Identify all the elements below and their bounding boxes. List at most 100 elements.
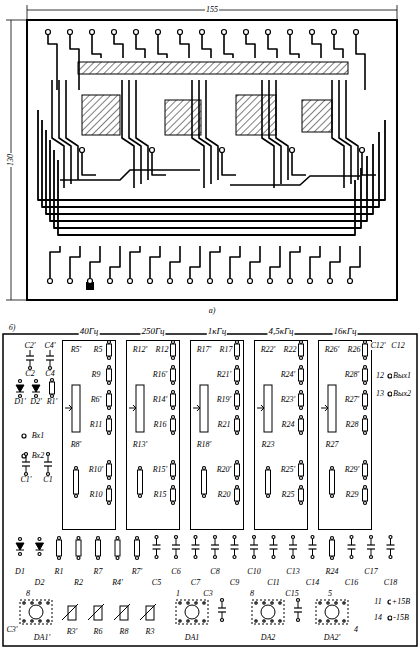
capacitor-lead (293, 549, 294, 555)
solder-pad (389, 556, 392, 559)
solder-pad (389, 536, 392, 539)
capacitor-lead (156, 539, 157, 545)
solder-pad (97, 537, 100, 540)
resistor-symbol (299, 369, 304, 381)
resistor-symbol (138, 470, 143, 494)
part-label: R1' (46, 398, 59, 406)
part-label: C15 (284, 590, 299, 598)
resistor-symbol (299, 344, 304, 356)
solder-pad (75, 495, 78, 498)
solder-pad (268, 279, 273, 284)
part-label: R26' (324, 346, 341, 354)
solder-pad (175, 556, 178, 559)
copper-trace (206, 80, 218, 180)
solder-pad (116, 557, 119, 560)
diode-symbol (36, 543, 44, 550)
potentiometer-wiper (257, 405, 264, 411)
copper-trace (158, 35, 167, 58)
solder-pad (172, 407, 175, 410)
copper-trace (90, 246, 100, 278)
potentiometer-wiper (321, 405, 328, 411)
capacitor-lead (30, 360, 31, 366)
solder-pad (108, 486, 111, 489)
solder-pad (300, 432, 303, 435)
part-label: R2 (73, 579, 84, 587)
resistor-symbol (107, 489, 112, 501)
solder-pad (179, 620, 181, 622)
part-label: C10 (246, 568, 261, 576)
resistor-symbol (235, 464, 240, 476)
solder-pad (47, 602, 49, 604)
solder-pad (308, 279, 313, 284)
capacitor-lead (312, 539, 313, 545)
part-label: R16' (152, 371, 169, 379)
solder-pad (136, 537, 139, 540)
solder-pad (38, 553, 41, 556)
solder-pad (172, 357, 175, 360)
copper-trace (346, 80, 358, 180)
capacitor-symbol (153, 536, 161, 559)
part-label: C2 (24, 370, 35, 378)
solder-pad (108, 432, 111, 435)
capacitor-lead (176, 549, 177, 555)
capacitor-symbol (348, 536, 356, 559)
resistor-symbol (107, 464, 112, 476)
solder-pad (172, 486, 175, 489)
solder-pad (68, 30, 73, 35)
solder-pad (300, 416, 303, 419)
potentiometer-wiper (62, 604, 78, 620)
copper-trace (334, 35, 343, 58)
diode-symbol (16, 543, 24, 550)
solder-pad (292, 536, 295, 539)
part-label: R21 (217, 421, 232, 429)
solder-pad (58, 557, 61, 560)
chip-outline (176, 600, 208, 624)
solder-pad (327, 620, 329, 622)
part-label: 11 (373, 598, 382, 606)
solder-pad (255, 620, 257, 622)
resistor-symbol (363, 464, 368, 476)
solder-pad (221, 619, 224, 622)
resistor-symbol (266, 470, 271, 494)
dimension-tick (6, 300, 26, 301)
solder-pad (364, 382, 367, 385)
solder-pad (208, 279, 213, 284)
resistor-symbol (299, 394, 304, 406)
resistor-symbol (330, 470, 335, 494)
capacitor-symbol (231, 536, 239, 559)
solder-pad (300, 486, 303, 489)
solder-pad (343, 602, 345, 604)
capacitor-lead (254, 549, 255, 555)
solder-pad (236, 432, 239, 435)
capacitor-symbol (294, 599, 302, 622)
part-label: D1' (13, 398, 27, 406)
solder-pad (272, 556, 275, 559)
part-label: R8 (119, 628, 130, 636)
part-label: C2' (23, 342, 36, 350)
solder-pad (150, 148, 155, 153)
capacitor-lead (293, 539, 294, 545)
capacitor-symbol (270, 536, 278, 559)
solder-pad (175, 536, 178, 539)
part-label: C9 (229, 579, 240, 587)
copper-trace (224, 35, 233, 58)
solder-pad (236, 461, 239, 464)
solder-pad (319, 620, 321, 622)
solder-pad (77, 557, 80, 560)
solder-pad (364, 477, 367, 480)
solder-pad (47, 453, 50, 456)
solder-pad (364, 416, 367, 419)
part-label: DA1 (184, 634, 201, 642)
copper-trace (180, 35, 189, 58)
part-label: C11 (266, 579, 281, 587)
solder-pad (244, 30, 249, 35)
copper-trace (46, 130, 373, 214)
resistor-symbol (330, 540, 335, 556)
copper-trace (70, 246, 80, 278)
copper-fill (82, 95, 120, 135)
solder-pad (116, 537, 119, 540)
solder-pad (155, 556, 158, 559)
resistor-symbol (107, 394, 112, 406)
solder-pad (39, 602, 41, 604)
